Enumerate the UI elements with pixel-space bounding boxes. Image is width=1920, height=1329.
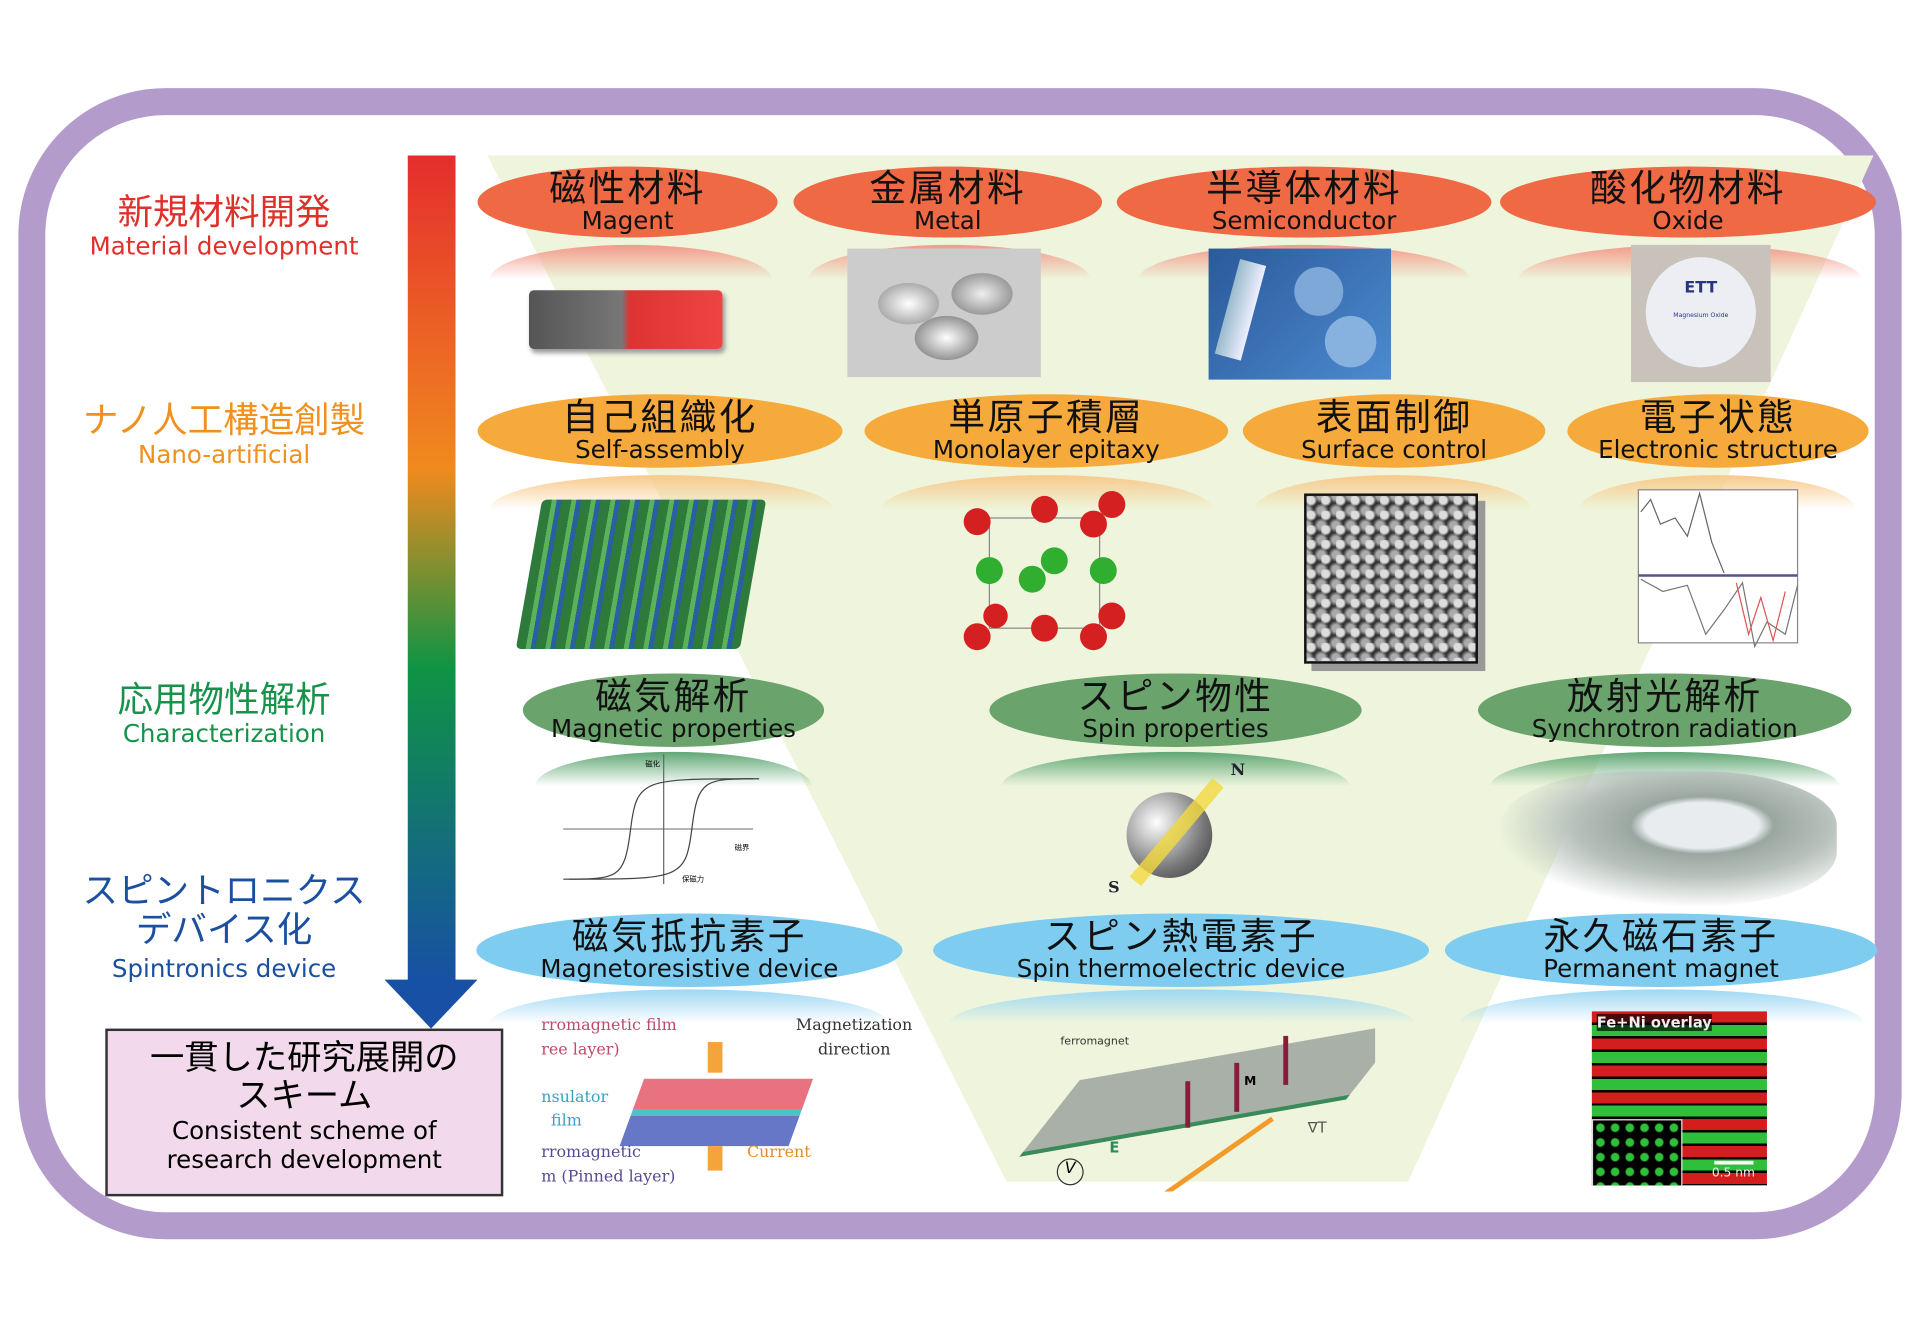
- svg-text:磁化: 磁化: [645, 760, 660, 769]
- semiconductor-wafers-image: [1208, 248, 1392, 380]
- sem-surface-image: [1304, 493, 1478, 664]
- scheme-box: 一貫した研究展開の スキーム Consistent scheme of rese…: [105, 1028, 504, 1197]
- mtj-device-image: rromagnetic film ree layer) nsulator fil…: [541, 1016, 913, 1187]
- spin-sphere-image: N S: [1108, 761, 1246, 898]
- metal-discs-image: [847, 248, 1041, 378]
- crystal-lattice-image: [963, 491, 1126, 651]
- oxide-crystal-image: ETT Magnesium Oxide: [1631, 244, 1771, 383]
- spectrum-chart-image: [1637, 489, 1799, 649]
- svg-text:保磁力: 保磁力: [682, 875, 704, 884]
- self-assembly-image: [515, 499, 767, 649]
- progress-arrow: [407, 155, 456, 983]
- thermoelectric-device-image: ferromagnet M E ∇T V: [1002, 1014, 1376, 1192]
- svg-text:磁界: 磁界: [735, 843, 750, 852]
- hysteresis-loop-image: 磁化 磁界 保磁力: [563, 754, 760, 885]
- arrow-head-icon: [384, 979, 478, 1029]
- synchrotron-facility-image: [1500, 771, 1837, 907]
- fe-ni-overlay-image: Fe+Ni overlay 0.5 nm: [1591, 1011, 1767, 1186]
- bar-magnet-image: [528, 290, 723, 349]
